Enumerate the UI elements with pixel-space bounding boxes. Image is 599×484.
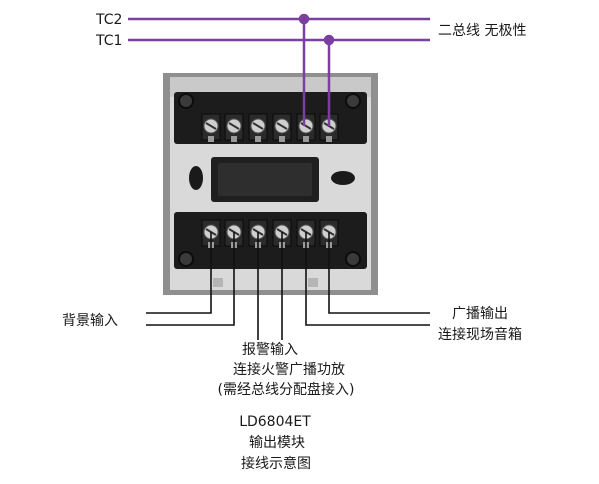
broadcast-output-label: 广播输出 [452,306,508,322]
connect-amplifier-label: 连接火警广播功放 [233,361,345,378]
top-terminal-screw [224,113,244,142]
diagram-title: 接线示意图 [241,455,311,472]
mounting-screw [345,251,361,267]
broadcast-output-wire [305,232,430,326]
top-terminal-screw [319,113,339,142]
bus-distribution-note: (需经总线分配盘接入) [218,381,355,398]
tc1-label: TC1 [95,33,122,49]
top-terminal-screw [296,113,316,142]
module-name: 输出模块 [249,435,305,451]
top-terminal-screw [272,113,292,142]
connect-speaker-label: 连接现场音箱 [438,326,522,343]
background-input-wire [146,232,235,326]
tc1-junction [323,34,335,46]
top-terminal-screw [248,113,268,142]
background-input-wire [146,232,212,314]
model-number: LD6804ET [239,414,311,430]
module-body [163,73,378,295]
mounting-screw [178,93,194,109]
right-slot [331,171,355,185]
clip-right [308,278,318,287]
clip-left [213,278,223,287]
top-terminal-screw [201,113,221,142]
mounting-screw [345,93,361,109]
bus-note: 二总线 无极性 [438,23,526,39]
alarm-input-label: 报警输入 [242,342,298,358]
background-input-label: 背景输入 [62,313,118,329]
tc2-label: TC2 [95,12,122,28]
bus-wires [128,13,430,126]
tc2-junction [298,13,310,25]
broadcast-output-wire [328,232,430,314]
output-wires [146,232,430,340]
top-terminals [201,113,339,142]
left-slot [189,166,203,190]
bottom-terminal-block [174,212,367,269]
top-terminal-block [174,92,367,144]
mounting-screw [178,251,194,267]
